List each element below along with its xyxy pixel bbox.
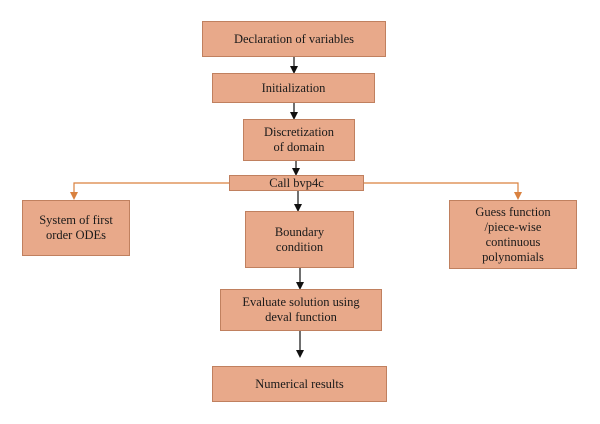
arrow-call-to-system-odes: [70, 182, 229, 200]
node-label: Guess function /piece-wise continuous po…: [475, 204, 551, 264]
node-initialization: Initialization: [212, 73, 375, 103]
node-declaration-of-variables: Declaration of variables: [202, 21, 386, 57]
node-label: System of first order ODEs: [39, 213, 113, 242]
node-evaluate-solution: Evaluate solution using deval function: [220, 289, 382, 331]
node-system-of-first-order-odes: System of first order ODEs: [22, 200, 130, 256]
node-numerical-results: Numerical results: [212, 366, 387, 402]
node-label: Discretization of domain: [263, 125, 335, 154]
node-label: Initialization: [261, 80, 326, 95]
node-label: Numerical results: [255, 376, 344, 391]
node-boundary-condition: Boundary condition: [245, 211, 354, 268]
node-label: Call bvp4c: [269, 175, 324, 190]
node-label: Evaluate solution using deval function: [242, 295, 360, 324]
node-label: Declaration of variables: [233, 31, 355, 46]
node-guess-function: Guess function /piece-wise continuous po…: [449, 200, 577, 269]
node-call-bvp4c: Call bvp4c: [229, 175, 364, 191]
node-label: Boundary condition: [274, 224, 325, 254]
arrow-call-to-guess-function: [364, 182, 522, 200]
node-discretization-of-domain: Discretization of domain: [243, 119, 355, 161]
